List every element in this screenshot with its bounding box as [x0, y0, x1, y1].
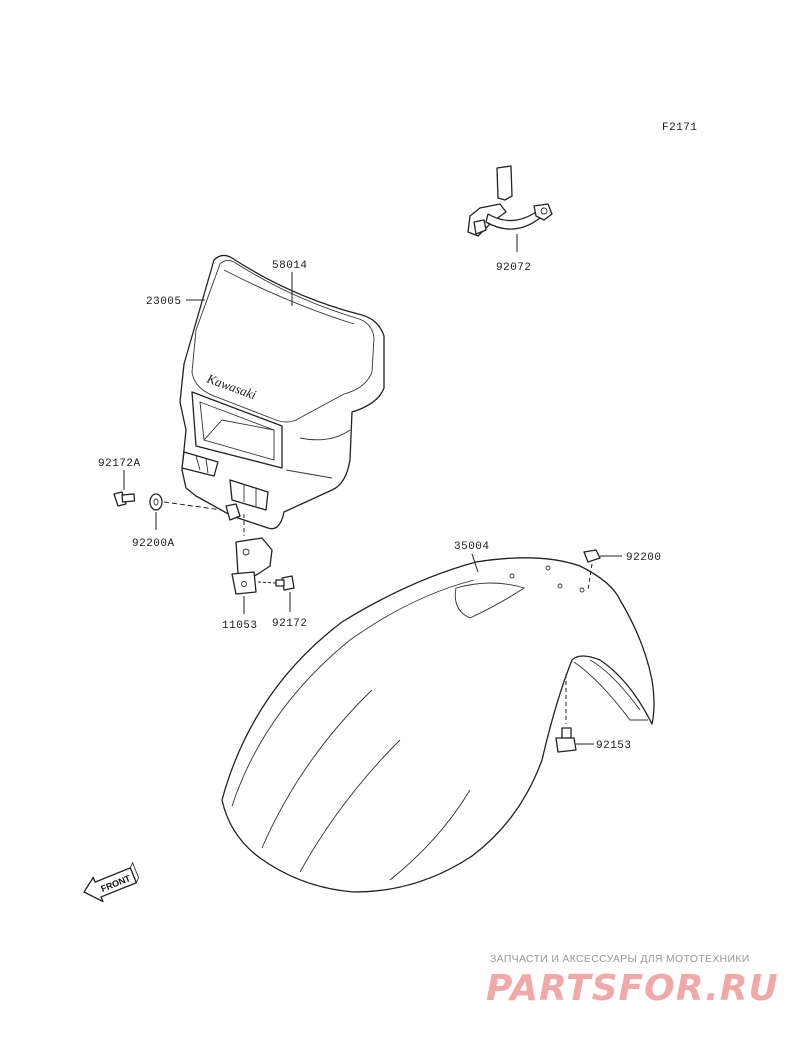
label-clamp: 92072 [496, 262, 532, 274]
front-arrow-icon: FRONT [83, 861, 140, 903]
headlight-cover-drawing [179, 254, 385, 530]
washer-a-drawing [149, 493, 223, 530]
figure-code: F2171 [662, 122, 698, 134]
fender-bolt-drawing [555, 674, 594, 753]
clamp-drawing [467, 165, 553, 252]
label-headlight-lens: 58014 [272, 260, 308, 272]
label-fender-bolt: 92153 [596, 740, 632, 752]
watermark-caption: ЗАПЧАСТИ И АКСЕССУАРЫ ДЛЯ МОТОТЕХНИКИ [490, 953, 750, 965]
label-washer: 92200 [626, 552, 662, 564]
label-bolt-a: 92172A [98, 458, 141, 470]
washer-drawing [583, 549, 622, 591]
label-headlight-cover: 23005 [146, 296, 182, 308]
label-front-fender: 35004 [454, 541, 490, 553]
bolt-a-drawing [113, 470, 136, 507]
label-washer-a: 92200A [132, 538, 175, 550]
watermark-logo: PARTSFOR.RU [486, 968, 779, 1009]
bracket-drawing [231, 514, 295, 614]
label-bolt: 92172 [272, 618, 308, 630]
front-fender-drawing [221, 553, 655, 893]
label-bracket: 11053 [222, 620, 258, 632]
